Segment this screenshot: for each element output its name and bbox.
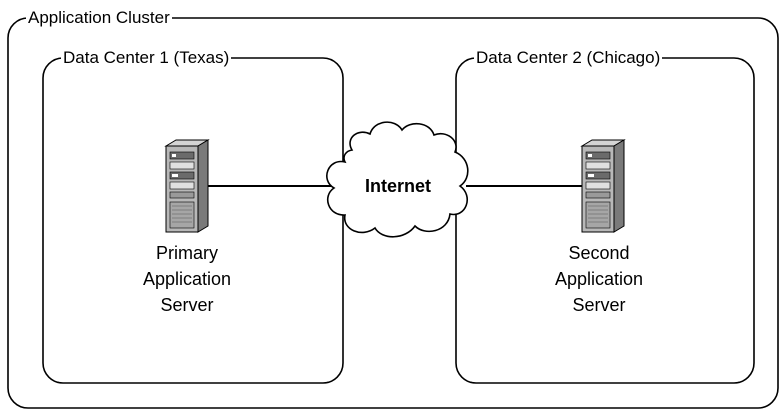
second-server-icon: [580, 139, 626, 233]
primary-server-icon: [164, 139, 210, 233]
second-server-caption-line2: Application: [554, 269, 644, 289]
second-server-caption-line3: Server: [572, 295, 626, 315]
primary-server-caption-line3: Server: [160, 295, 214, 315]
application-cluster-box: [7, 17, 779, 409]
primary-server-caption-line1: Primary: [156, 243, 218, 263]
second-server-caption: Second Application Server: [519, 240, 679, 318]
data-center-1-title: Data Center 1 (Texas): [61, 48, 232, 68]
primary-server-caption: Primary Application Server: [107, 240, 267, 318]
application-cluster-title: Application Cluster: [26, 8, 172, 28]
internet-label: Internet: [364, 176, 431, 196]
internet-cloud-icon: [326, 121, 469, 238]
data-center-2-title: Data Center 2 (Chicago): [474, 48, 663, 68]
second-server-caption-line1: Second: [568, 243, 630, 263]
primary-server-caption-line2: Application: [142, 269, 232, 289]
